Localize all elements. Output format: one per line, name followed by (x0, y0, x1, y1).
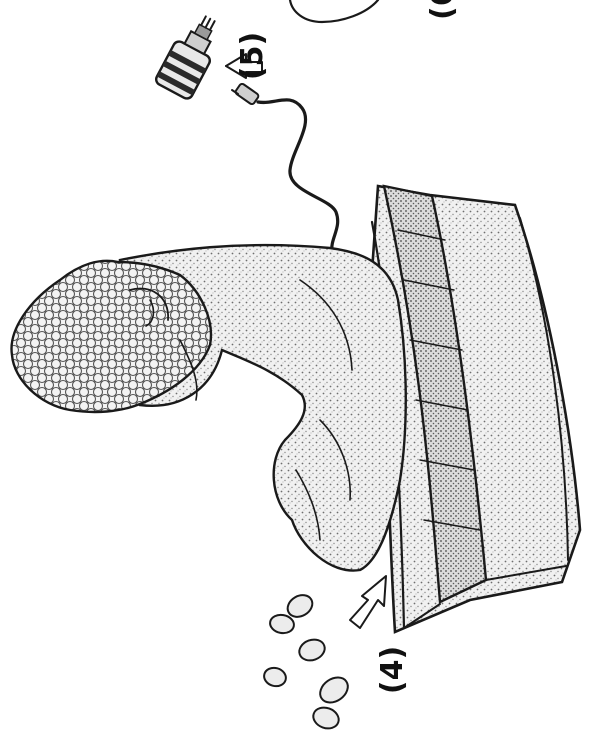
rock-part-6 (288, 0, 380, 24)
label-part-5: (5) (235, 32, 270, 80)
arrow-part-4 (349, 575, 387, 629)
power-cord (256, 98, 340, 254)
pebbles (263, 594, 349, 730)
arrow-part-5 (225, 53, 263, 79)
power-plug (231, 82, 260, 106)
label-part-6: (6 (425, 0, 460, 20)
label-part-4: (4) (375, 646, 410, 694)
fountain-basin (368, 184, 582, 634)
buddha-statue (10, 243, 407, 572)
pump-part-5 (154, 15, 216, 100)
